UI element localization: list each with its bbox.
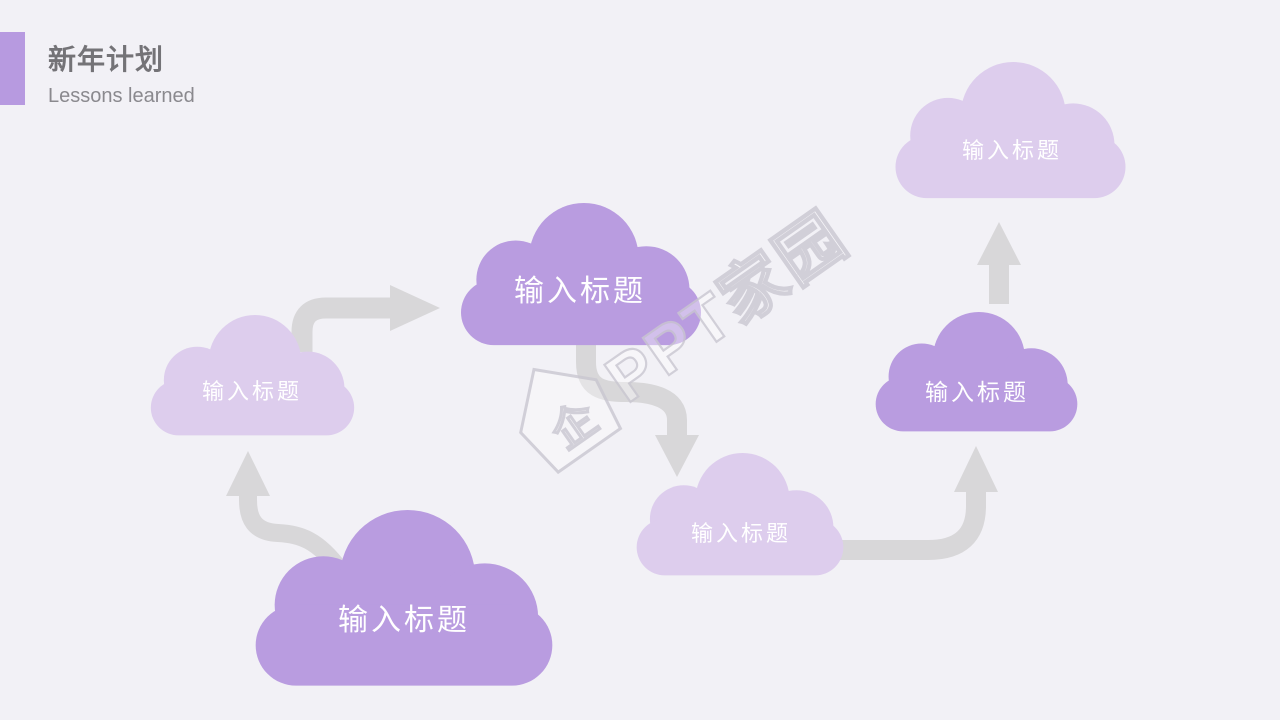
watermark-house-icon xyxy=(519,367,623,475)
cloud-shape-4 xyxy=(875,312,1078,432)
arrow-shaft xyxy=(840,492,986,560)
arrow-shaft xyxy=(291,297,390,352)
title-accent-bar xyxy=(0,32,25,105)
cloud-title-placeholder-5: 输入标题 xyxy=(962,138,1062,163)
cloud-shape-1 xyxy=(150,315,355,436)
flow-arrow-1 xyxy=(291,285,440,352)
flow-arrow-4 xyxy=(840,446,998,560)
cloud-title-placeholder-1: 输入标题 xyxy=(202,379,302,404)
cloud-title-placeholder-3: 输入标题 xyxy=(691,521,791,546)
cloud-title-placeholder-2: 输入标题 xyxy=(514,275,646,308)
cloud-title-placeholder-6: 输入标题 xyxy=(338,604,470,637)
flow-arrow-2 xyxy=(576,340,699,477)
flow-arrow-5 xyxy=(977,222,1021,304)
arrow-shaft xyxy=(239,496,348,576)
cloud-title-placeholder-4: 输入标题 xyxy=(925,379,1029,405)
arrow-head-right-icon xyxy=(390,285,440,331)
slide-subtitle: Lessons learned xyxy=(48,85,195,107)
arrow-head-up-icon xyxy=(954,446,998,492)
arrow-head-up-icon xyxy=(226,451,270,496)
flow-arrow-3 xyxy=(226,451,348,576)
arrow-head-down-icon xyxy=(655,435,699,477)
cloud-shape-5 xyxy=(895,62,1126,199)
cloud-shape-3 xyxy=(636,453,844,576)
arrow-shaft xyxy=(576,340,687,437)
arrow-head-up-icon xyxy=(977,222,1021,265)
slide-title: 新年计划 xyxy=(48,44,165,75)
